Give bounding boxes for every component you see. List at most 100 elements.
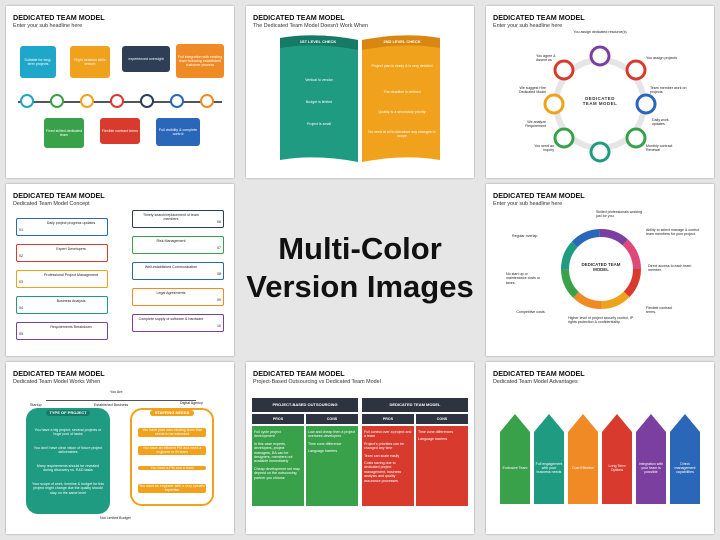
col3-item: Costs saving due to dedicated project ma… xyxy=(364,461,402,483)
pros-header-1: PROS xyxy=(252,414,304,424)
top-box-4: Full integration with existing team foll… xyxy=(176,44,224,78)
left-item-1: Vertical to vendor xyxy=(305,78,333,82)
slide-thumbnail-2[interactable]: DEDICATED TEAM MODEL The Dedicated Team … xyxy=(246,6,474,178)
center-heading-line2: Version Images xyxy=(246,269,474,304)
slide-thumbnail-5[interactable]: DEDICATED TEAM MODEL Enter your sub head… xyxy=(486,184,714,356)
concept-left-text: Professional Project Management xyxy=(44,273,98,277)
slide-thumbnail-1[interactable]: DEDICATED TEAM MODEL Enter your sub head… xyxy=(6,6,234,178)
concept-right-text: Timely search/replacement of team member… xyxy=(143,213,199,222)
label-daily-updates: Daily work updates xyxy=(652,118,669,127)
slide-subtitle: Dedicated Team Model Concept xyxy=(13,201,90,207)
staffing-item-3: You need a PM and a team xyxy=(138,466,206,471)
col1-panel xyxy=(252,426,304,506)
concept-right-text: Legal Agreements xyxy=(156,291,186,295)
label-analyze: We analyze Requirement xyxy=(525,120,546,129)
slide-subtitle: Enter your sub headline here xyxy=(493,23,563,29)
timeline-node-7 xyxy=(200,94,214,108)
slide-subtitle: The Dedicated Team Model Doesn't Work Wh… xyxy=(253,23,368,29)
bottom-box-2: Flexible contract terms xyxy=(100,118,140,144)
label-flexible-terms: Flexible contract terms. xyxy=(646,306,673,315)
agency-label: Digital Agency xyxy=(180,401,203,405)
advantage-arrow-head xyxy=(568,414,598,432)
label-security: Higher level of project security control… xyxy=(568,316,634,325)
pros-header-2: PROS xyxy=(362,414,414,424)
bottom-box-3: Full visibility & complete control xyxy=(156,118,200,146)
concept-right-num: 07 xyxy=(217,246,221,250)
col4-panel xyxy=(416,426,468,506)
startup-label: Startup xyxy=(30,403,42,407)
project-item-1: You have a big project, several projects… xyxy=(34,428,102,437)
center-heading: Multi-Color Version Images xyxy=(244,230,476,306)
label-ability-select: Ability to select manage & control team … xyxy=(646,228,700,237)
bottom-box-1: Fixed skilled dedicated team xyxy=(44,118,84,148)
concept-left-text: Business Analysis xyxy=(56,299,86,303)
slide-thumbnail-6[interactable]: DEDICATED TEAM MODEL Dedicated Team Mode… xyxy=(6,362,234,534)
outsourcing-header: PROJECT-BASED OUTSOURCING xyxy=(252,398,358,412)
timeline-node-2 xyxy=(50,94,64,108)
timeline-node-5 xyxy=(140,94,154,108)
slide-thumbnail-4[interactable]: DEDICATED TEAM MODEL Dedicated Team Mode… xyxy=(6,184,234,356)
col4-item: Language barriers xyxy=(418,437,448,442)
col3-items: Full control over a project and a team P… xyxy=(364,430,412,483)
label-assign-resource: You assign dedicated resource(s) xyxy=(573,30,627,34)
concept-right-text: Complete supply of software & hardware xyxy=(138,317,204,321)
advantage-arrow-head xyxy=(636,414,666,432)
col2-item: Low and cheap then a project oversees de… xyxy=(308,430,356,439)
label-suggest-model: We suggest Hire Dedicated Model xyxy=(519,86,546,95)
concept-right-text: Risk Management xyxy=(156,239,186,243)
concept-right-num: 10 xyxy=(217,324,221,328)
left-column-heading: 1ST LEVEL CHECK xyxy=(299,39,337,44)
slide-thumbnail-3[interactable]: DEDICATED TEAM MODEL Enter your sub head… xyxy=(486,6,714,178)
left-item-3: Project is small xyxy=(306,122,332,126)
right-column-heading: 2ND LEVEL CHECK xyxy=(383,39,421,44)
slide-subtitle: Project-Based Outsourcing vs Dedicated T… xyxy=(253,379,381,385)
dedicated-header: DEDICATED TEAM MODEL xyxy=(362,398,468,412)
staffing-needs-panel xyxy=(130,408,214,506)
cons-header-2: CONS xyxy=(416,414,468,424)
concept-right-text: Well-established Communication xyxy=(144,265,198,269)
label-regular-overlap: Regular overlap xyxy=(512,234,538,238)
col1-items: Full cycle project development In this c… xyxy=(254,430,302,480)
slide-thumbnail-8[interactable]: DEDICATED TEAM MODEL Dedicated Team Mode… xyxy=(486,362,714,534)
staffing-item-1: You have your own existing team that nee… xyxy=(138,428,206,437)
connector-line xyxy=(46,400,196,401)
label-competitive: Competitive costs. xyxy=(516,310,546,314)
label-skilled: Skilled professionals working just for y… xyxy=(596,210,643,219)
advantage-column: Direct management capabilities xyxy=(670,432,700,504)
project-item-4: Your scope of work, timeline & budget fo… xyxy=(32,482,104,495)
timeline-node-1 xyxy=(20,94,34,108)
center-heading-line1: Multi-Color xyxy=(278,231,442,266)
concept-left-text: Expert Developers xyxy=(56,247,86,251)
concept-left-num: 03 xyxy=(19,280,23,284)
col1-item: Cheap development set may depend on the … xyxy=(254,466,300,480)
cons-header-1: CONS xyxy=(306,414,358,424)
label-no-startup: No start up or maintenance costs or taxe… xyxy=(506,272,541,285)
slide-title: DEDICATED TEAM MODEL xyxy=(253,369,345,378)
left-item-2: Budget is limited xyxy=(305,100,333,104)
project-item-2: You don't have clear vision of future pr… xyxy=(33,446,103,455)
slide-title: DEDICATED TEAM MODEL xyxy=(13,369,105,378)
book-pages-illustration xyxy=(280,35,440,162)
top-box-1: Suitable for long-term projects xyxy=(20,46,56,78)
label-assign-projects: You assign projects xyxy=(646,56,678,60)
concept-left-row: 03 Professional Project Management xyxy=(16,270,108,288)
slide-subtitle: Enter your sub headline here xyxy=(13,23,83,29)
cycle-center-label: DEDICATED TEAM MODEL xyxy=(582,96,618,106)
col3-item: Project's priorities can be changed any … xyxy=(364,441,405,451)
slide-title: DEDICATED TEAM MODEL xyxy=(13,13,105,22)
right-item-4: No need at all to introduce any changes … xyxy=(368,130,436,139)
advantage-arrow-head xyxy=(670,414,700,432)
col3-item: Full control over a project and a team xyxy=(364,430,412,439)
slide-thumbnail-7[interactable]: DEDICATED TEAM MODEL Project-Based Outso… xyxy=(246,362,474,534)
timeline-node-4 xyxy=(110,94,124,108)
col4-items: Time zone differences Language barriers xyxy=(418,430,466,442)
slide-subtitle: Dedicated Team Model Advantages xyxy=(493,379,578,385)
concept-left-num: 01 xyxy=(19,228,23,232)
type-of-project-heading: TYPE OF PROJECT xyxy=(46,410,90,417)
